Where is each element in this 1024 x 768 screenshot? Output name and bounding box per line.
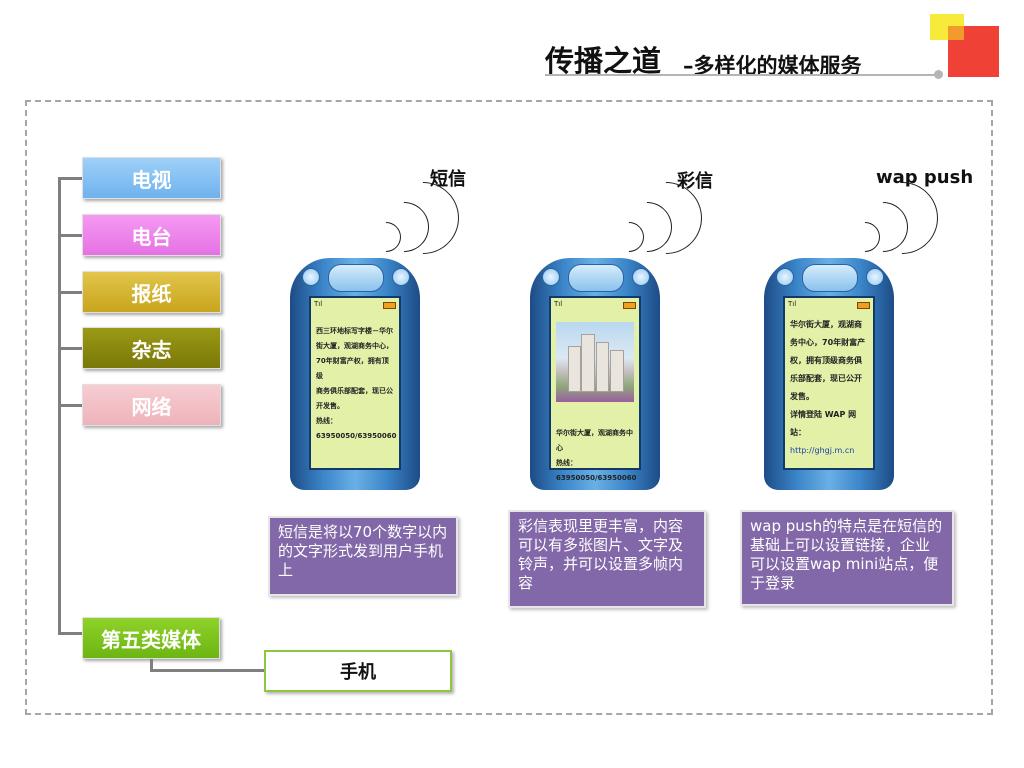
content-frame (25, 100, 993, 715)
screen-line: 热线：63950050/63950060 (316, 417, 397, 440)
building-shape (596, 342, 609, 392)
tree-branch (58, 234, 82, 237)
phone-screen: Tıl 西三环地标写字楼－华尔 街大厦，观湖商务中心， 70年财富产权，拥有顶级… (309, 296, 401, 470)
phone-label-mms: 彩信 (677, 171, 713, 192)
signal-strength-icon: Tıl (788, 300, 797, 308)
title-underline (545, 74, 938, 76)
category-internet[interactable]: 网络 (82, 384, 221, 426)
building-shape (581, 334, 595, 392)
screen-line: 详情登陆 WAP 网站： (790, 410, 857, 437)
phone-button-icon (632, 268, 650, 286)
phone-wap: Tıl 华尔街大厦，观湖商 务中心，70年财富产 权，拥有顶级商务俱 乐部配套，… (764, 258, 894, 490)
phone-mms: Tıl 华尔街大厦，观湖商务中心 热线：63950050/63950060 (530, 258, 660, 490)
category-radio[interactable]: 电台 (82, 214, 221, 256)
tree-branch (58, 347, 82, 350)
tree-branch (58, 291, 82, 294)
screen-line: 商务俱乐部配套，现已公 (316, 387, 393, 395)
battery-icon (623, 302, 636, 309)
decor-overlap-square (948, 26, 964, 40)
title-underline-dot (934, 70, 943, 79)
building-shape (568, 346, 581, 392)
screen-line: 华尔街大厦，观湖商 (790, 320, 862, 329)
page-title: 传播之道 (545, 44, 662, 78)
mobile-box[interactable]: 手机 (264, 650, 452, 692)
screen-line: 西三环地标写字楼－华尔 (316, 327, 393, 335)
phone-label-wap: wap push (876, 167, 974, 188)
tree-branch (58, 404, 82, 407)
building-photo (556, 322, 634, 402)
mobile-connector (150, 659, 153, 672)
screen-line: 开发售。 (316, 402, 344, 410)
phone-screen: Tıl 华尔街大厦，观湖商 务中心，70年财富产 权，拥有顶级商务俱 乐部配套，… (783, 296, 875, 470)
screen-line: 70年财富产权，拥有顶级 (316, 357, 389, 380)
signal-strength-icon: Tıl (314, 300, 323, 308)
phone-button-icon (866, 268, 884, 286)
tree-branch (58, 177, 82, 180)
wap-text: 华尔街大厦，观湖商 务中心，70年财富产 权，拥有顶级商务俱 乐部配套，现已公开… (790, 316, 869, 460)
category-fifth-media[interactable]: 第五类媒体 (82, 617, 220, 659)
category-newspaper[interactable]: 报纸 (82, 271, 221, 313)
sms-text: 西三环地标写字楼－华尔 街大厦，观湖商务中心， 70年财富产权，拥有顶级 商务俱… (316, 324, 397, 444)
phone-speaker-icon (328, 264, 384, 292)
screen-line: 热线：63950050/63950060 (556, 459, 637, 482)
mobile-connector (150, 669, 266, 672)
screen-line: 务中心，70年财富产 (790, 338, 866, 347)
sms-description: 短信是将以70个数字以内的文字形式发到用户手机上 (268, 516, 458, 596)
building-shape (610, 350, 624, 392)
phone-screen: Tıl 华尔街大厦，观湖商务中心 热线：63950050/63950060 (549, 296, 641, 482)
phone-label-sms: 短信 (430, 169, 466, 190)
screen-line: 华尔街大厦，观湖商务中心 (556, 429, 633, 452)
phone-speaker-icon (568, 264, 624, 292)
mms-caption: 华尔街大厦，观湖商务中心 热线：63950050/63950060 (556, 426, 637, 486)
wap-link[interactable]: http://ghgj.m.cn (790, 446, 855, 455)
screen-line: 街大厦，观湖商务中心， (316, 342, 393, 350)
phone-button-icon (302, 268, 320, 286)
category-magazine[interactable]: 杂志 (82, 327, 221, 369)
phone-button-icon (392, 268, 410, 286)
phone-speaker-icon (802, 264, 858, 292)
battery-icon (857, 302, 870, 309)
wap-description: wap push的特点是在短信的基础上可以设置链接，企业可以设置wap mini… (740, 510, 954, 606)
signal-strength-icon: Tıl (554, 300, 563, 308)
screen-line: 权，拥有顶级商务俱 (790, 356, 862, 365)
phone-button-icon (542, 268, 560, 286)
phone-button-icon (776, 268, 794, 286)
screen-line: 乐部配套，现已公开 (790, 374, 862, 383)
tree-branch (58, 632, 82, 635)
screen-line: 发售。 (790, 392, 814, 401)
category-tv[interactable]: 电视 (82, 157, 221, 199)
battery-icon (383, 302, 396, 309)
phone-sms: Tıl 西三环地标写字楼－华尔 街大厦，观湖商务中心， 70年财富产权，拥有顶级… (290, 258, 420, 490)
mms-description: 彩信表现里更丰富，内容可以有多张图片、文字及铃声，并可以设置多帧内容 (508, 510, 706, 608)
